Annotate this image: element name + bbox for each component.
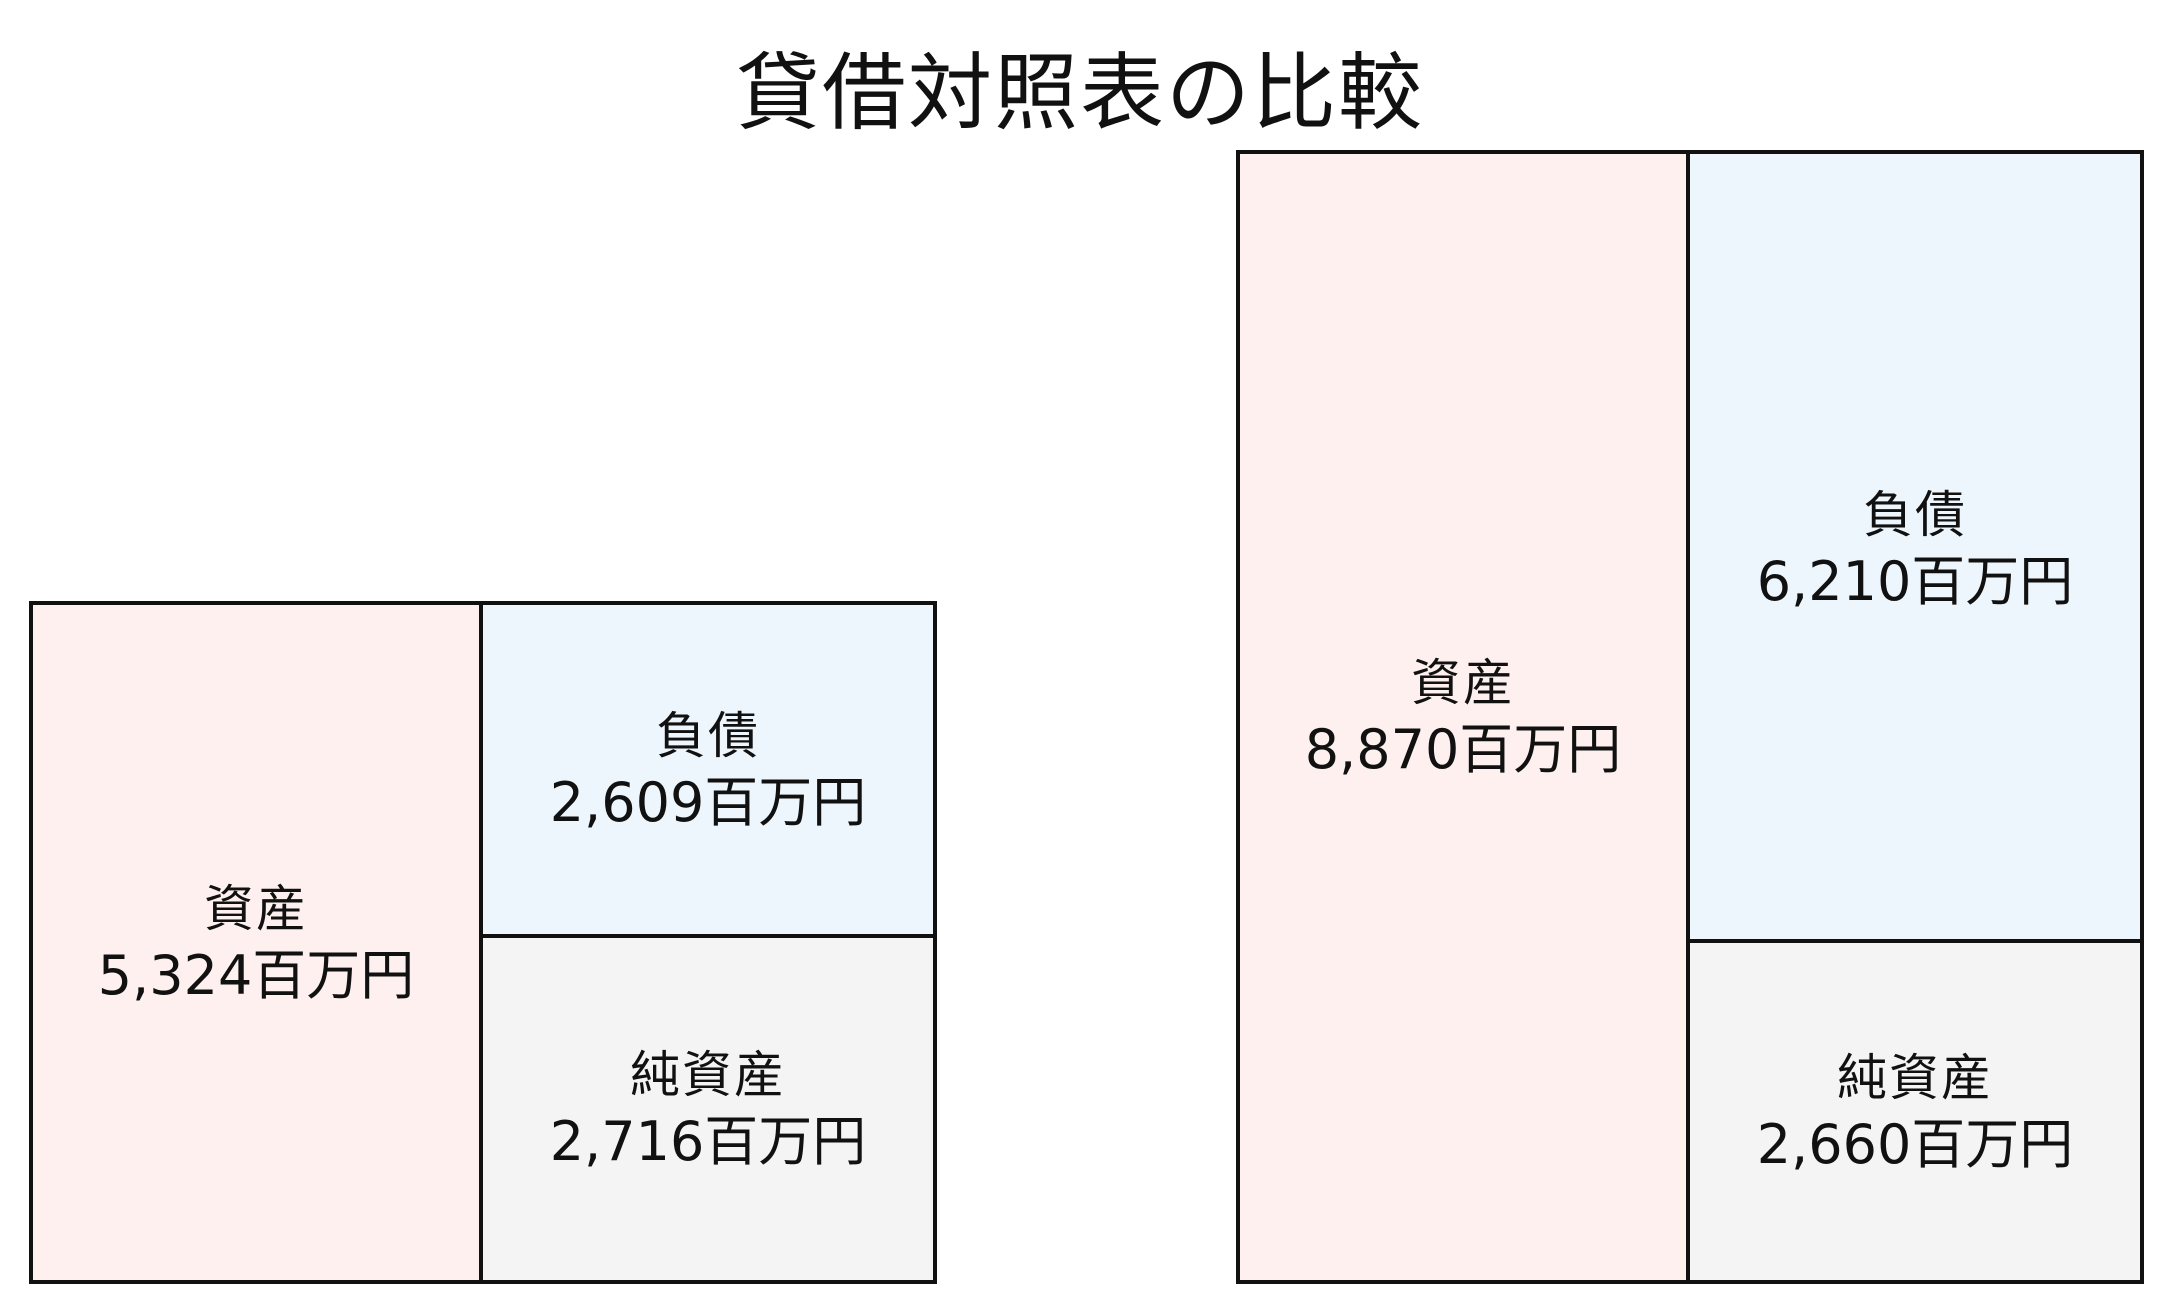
asset-label: 資産 xyxy=(1411,654,1515,712)
equity-value: 2,660百万円 xyxy=(1756,1112,2074,1176)
liability-block: 負債 2,609百万円 xyxy=(483,605,933,934)
balance-sheet-left: 資産 5,324百万円 負債 2,609百万円 純資産 2,716百万円 xyxy=(29,601,937,1284)
liability-label: 負債 xyxy=(1863,485,1967,544)
liability-value: 2,609百万円 xyxy=(549,770,867,834)
asset-block: 資産 8,870百万円 xyxy=(1240,154,1690,1280)
equity-label: 純資産 xyxy=(1837,1048,1993,1107)
asset-value: 8,870百万円 xyxy=(1304,718,1622,781)
equity-block: 純資産 2,660百万円 xyxy=(1690,939,2140,1280)
diagram-title: 貸借対照表の比較 xyxy=(735,44,1424,142)
equity-label: 純資産 xyxy=(630,1046,786,1104)
equity-block: 純資産 2,716百万円 xyxy=(483,934,933,1280)
liability-block: 負債 6,210百万円 xyxy=(1690,154,2140,943)
asset-label: 資産 xyxy=(204,879,308,938)
asset-value: 5,324百万円 xyxy=(97,943,415,1007)
equity-value: 2,716百万円 xyxy=(549,1110,867,1173)
liability-label: 負債 xyxy=(656,706,760,765)
asset-block: 資産 5,324百万円 xyxy=(33,605,483,1280)
balance-sheet-right: 資産 8,870百万円 負債 6,210百万円 純資産 2,660百万円 xyxy=(1236,150,2144,1284)
liability-value: 6,210百万円 xyxy=(1756,549,2074,613)
